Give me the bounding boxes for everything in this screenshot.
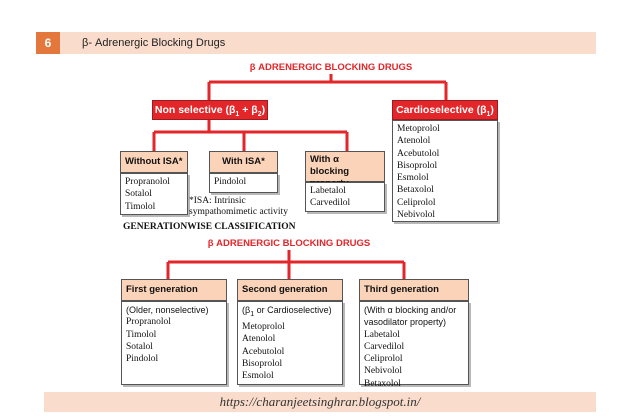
list-item: Carvedilol	[364, 341, 405, 352]
list-item: Metoprolol	[242, 322, 285, 333]
nonselective-label-prefix: Non selective (β	[154, 104, 236, 116]
first-generation-note: (Older, nonselective)	[126, 305, 209, 315]
list-item: Metoprolol	[397, 124, 440, 134]
with-alpha-label-line1: With α blocking	[310, 154, 350, 177]
third-generation-header: Third generation	[359, 279, 469, 301]
with-isa-drug-list: Pindolol	[209, 173, 278, 193]
list-item: Betaxolol	[364, 378, 401, 389]
list-item: Timolol	[125, 201, 156, 212]
footer-bar	[44, 392, 596, 412]
third-generation-note-line2: vasodilator property)	[364, 317, 447, 328]
list-item: Carvedilol	[310, 198, 351, 209]
nonselective-label-suffix: )	[261, 104, 266, 116]
nonselective-label-mid: + β	[239, 104, 258, 116]
with-alpha-header: With α blocking property	[305, 151, 385, 189]
list-item: Bisoprolol	[397, 160, 438, 171]
with-alpha-drug-list: Labetalol Carvedilol	[305, 182, 385, 212]
list-item: Betaxolol	[397, 185, 434, 196]
cardioselective-box: Cardioselective (β1)	[392, 100, 498, 120]
cardioselective-label-suffix: )	[490, 104, 494, 116]
list-item: Pindolol	[126, 354, 159, 365]
nonselective-sub1: 1	[235, 111, 240, 119]
nonselective-sub2: 2	[257, 111, 262, 119]
footer-url[interactable]: https://charanjeetsinghrar.blogspot.in/	[219, 394, 421, 409]
list-item: Celiprolol	[397, 197, 436, 208]
list-item: Propranolol	[125, 177, 170, 187]
cardioselective-drug-list: Metoprolol Atenolol Acebutolol Bisoprolo…	[392, 120, 498, 222]
isa-footnote-line1: *ISA: Intrinsic	[189, 196, 246, 206]
third-generation-note-line1: (With α blocking and/or	[364, 305, 457, 315]
list-item: Pindolol	[214, 177, 247, 187]
slide-number: 6	[36, 32, 60, 54]
diagram2-title: β ADRENERGIC BLOCKING DRUGS	[207, 238, 371, 249]
generationwise-section-label: GENERATIONWISE CLASSIFICATION	[123, 222, 296, 232]
list-item: Esmolol	[242, 371, 274, 382]
with-isa-header: With ISA*	[209, 151, 278, 173]
without-isa-header: Without ISA*	[120, 151, 188, 173]
without-isa-drug-list: Propranolol Sotalol Timolol	[120, 173, 188, 215]
first-generation-header: First generation	[121, 279, 227, 301]
list-item: Acebutolol	[242, 346, 285, 357]
isa-footnote: *ISA: Intrinsic sympathomimetic activity	[189, 196, 309, 218]
second-generation-note-suffix: or Cardioselective)	[254, 305, 332, 315]
list-item: Labetalol	[310, 186, 346, 196]
second-generation-note-prefix: (β	[242, 305, 251, 315]
list-item: Sotalol	[125, 189, 152, 200]
list-item: Acebutolol	[397, 148, 440, 159]
list-item: Propranolol	[126, 317, 171, 328]
list-item: Timolol	[126, 329, 157, 340]
list-item: Celiprolol	[364, 354, 403, 365]
second-generation-note: (β1 or Cardioselective)	[242, 304, 338, 321]
header-bar	[36, 32, 596, 54]
list-item: Sotalol	[126, 341, 153, 352]
nonselective-box: Non selective (β1 + β2)	[152, 100, 268, 120]
list-item: Labetalol	[364, 329, 400, 340]
list-item: Atenolol	[397, 136, 431, 147]
slide-title: β- Adrenergic Blocking Drugs	[82, 37, 226, 49]
cardioselective-label-prefix: Cardioselective (β	[396, 104, 487, 116]
second-generation-drug-list: (β1 or Cardioselective) Metoprolol Ateno…	[237, 301, 343, 385]
list-item: Bisoprolol	[242, 358, 283, 369]
list-item: Nebivolol	[397, 210, 435, 221]
second-generation-header: Second generation	[237, 279, 343, 301]
second-generation-note-sub: 1	[250, 310, 255, 318]
isa-footnote-line2: sympathomimetic activity	[189, 207, 288, 217]
cardioselective-sub: 1	[486, 111, 491, 119]
third-generation-drug-list: (With α blocking and/or vasodilator prop…	[359, 301, 469, 389]
list-item: Nebivolol	[364, 366, 402, 377]
list-item: Esmolol	[397, 173, 429, 184]
list-item: Atenolol	[242, 334, 276, 345]
diagram1-title: β ADRENERGIC BLOCKING DRUGS	[249, 62, 413, 73]
first-generation-drug-list: (Older, nonselective) Propranolol Timolo…	[121, 301, 227, 385]
